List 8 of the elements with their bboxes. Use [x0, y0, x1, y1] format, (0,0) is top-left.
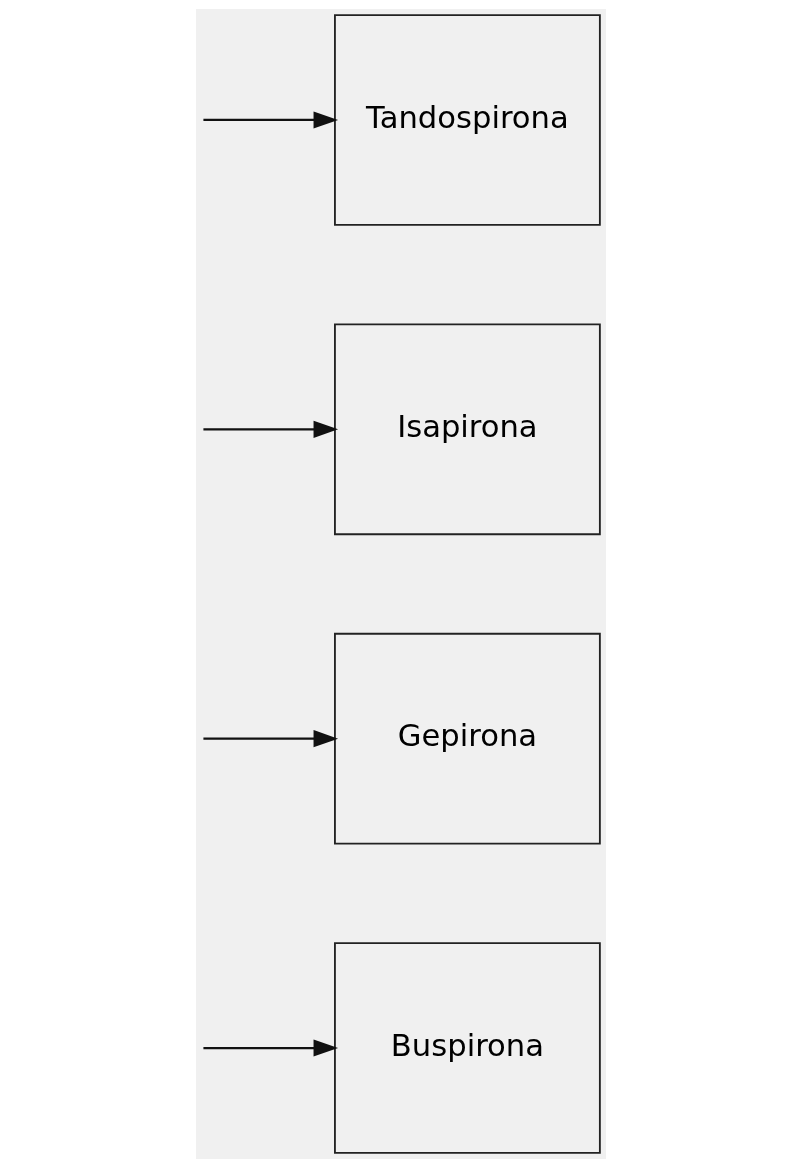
arrow [202, 1039, 338, 1057]
node-box: Gepirona [333, 632, 601, 845]
arrow [202, 111, 338, 129]
node-box: Tandospirona [333, 14, 601, 226]
arrow [202, 730, 338, 748]
node-box: Isapirona [333, 323, 601, 536]
node-box: Buspirona [333, 942, 601, 1154]
arrow [202, 420, 338, 438]
